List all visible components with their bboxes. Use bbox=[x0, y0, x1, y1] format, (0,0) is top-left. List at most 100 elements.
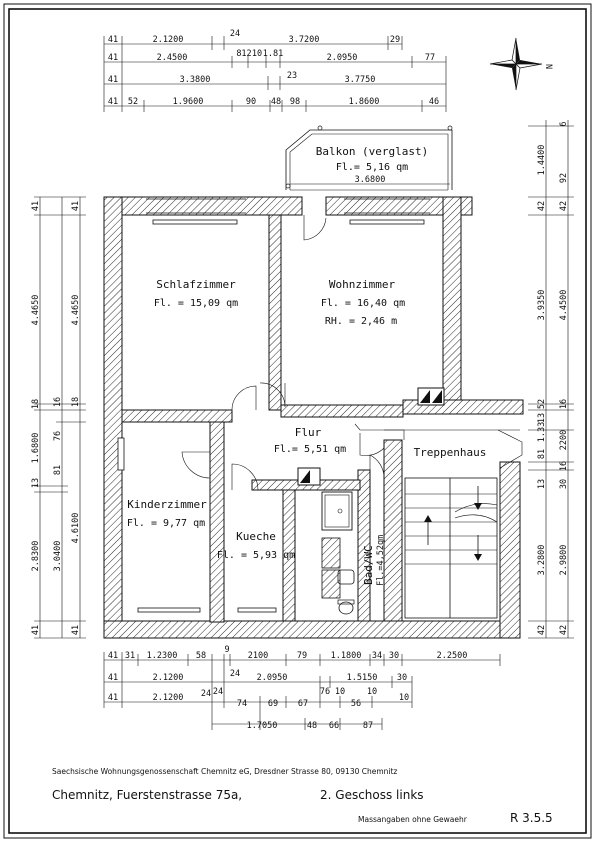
dim-top3-3: 3.7750 bbox=[345, 75, 376, 85]
dim-bot3-7: 10 bbox=[399, 693, 409, 703]
wall-bad-right bbox=[357, 469, 371, 622]
dim-top3-2: 23 bbox=[287, 71, 297, 81]
dim-bot1-5: 2100 bbox=[248, 651, 268, 661]
wall-stair-left bbox=[383, 439, 403, 622]
dim-top4-4: 48 bbox=[271, 97, 281, 107]
wall-top-right bbox=[325, 196, 473, 216]
dim-bot3-3: 74 bbox=[237, 699, 247, 709]
washer-icon bbox=[321, 537, 341, 569]
dim-bot1-2: 1.2300 bbox=[147, 651, 178, 661]
dim-top1-1: 2.1200 bbox=[153, 35, 184, 45]
dim-left-outer-3: 13 bbox=[31, 478, 41, 488]
dim-bot3-0: 41 bbox=[108, 693, 118, 703]
dim-top1-2: 24 bbox=[230, 29, 240, 39]
dim-top4-0: 41 bbox=[108, 97, 118, 107]
dim-bot1-10: 2.2500 bbox=[437, 651, 468, 661]
dim-bot2-0: 41 bbox=[108, 673, 118, 683]
dim-bot1-4: 9 bbox=[224, 645, 229, 655]
dim-right-outer-11: 2.9800 bbox=[559, 545, 569, 576]
room-kinderzimmer-name: Kinderzimmer bbox=[127, 498, 207, 511]
room-wohnzimmer-name: Wohnzimmer bbox=[329, 278, 396, 291]
dim-top2-5: 2.0950 bbox=[327, 53, 358, 63]
dim-bot3-6: 56 bbox=[351, 699, 361, 709]
dim-bot2-4: 76 bbox=[320, 687, 330, 697]
page-frame bbox=[3, 3, 592, 839]
dim-right-inner-2: 16 bbox=[559, 399, 569, 409]
dim-top4-7: 46 bbox=[429, 97, 439, 107]
dim-right-outer-9: 13 bbox=[537, 479, 547, 489]
room-schlafzimmer-name: Schlafzimmer bbox=[156, 278, 236, 291]
sink-icon bbox=[337, 569, 355, 585]
doors bbox=[181, 215, 523, 491]
dim-left-outer-0: 41 bbox=[31, 201, 41, 211]
dim-bot2-1: 2.1200 bbox=[153, 673, 184, 683]
dim-right-inner-4: 16 bbox=[559, 461, 569, 471]
dim-top4-3: 90 bbox=[246, 97, 256, 107]
dim-bot1-9: 30 bbox=[389, 651, 399, 661]
dim-bot-misc-1: 10 bbox=[367, 687, 377, 697]
footer-ref: R 3.5.5 bbox=[510, 811, 553, 825]
dims-bottom: 41 31 1.2300 58 9 2100 79 1.1800 34 30 2… bbox=[103, 645, 501, 731]
dims-top: 41 2.1200 24 3.7200 29 41 2.4500 812 10 … bbox=[103, 29, 450, 185]
dim-right-outer-5: 52 bbox=[537, 399, 547, 409]
dim-right-outer-12: 42 bbox=[537, 625, 547, 635]
dim-bot1-8: 34 bbox=[372, 651, 382, 661]
room-flur-area: Fl.= 5,51 qm bbox=[274, 444, 346, 455]
dim-top4-6: 1.8600 bbox=[349, 97, 380, 107]
dim-top1-4: 29 bbox=[390, 35, 400, 45]
dim-bot3-1: 2.1200 bbox=[153, 693, 184, 703]
dim-bot1-1: 31 bbox=[125, 651, 135, 661]
dim-bot1-7: 1.1800 bbox=[331, 651, 362, 661]
wall-top-left bbox=[103, 196, 303, 216]
footer-company: Saechsische Wohnungsgenossenschaft Chemn… bbox=[52, 767, 397, 776]
room-wohnzimmer-height: RH. = 2,46 m bbox=[325, 316, 397, 327]
room-bad-name: Bad/WC bbox=[362, 545, 375, 585]
dim-bot3-4: 69 bbox=[268, 699, 278, 709]
dim-top2-1: 2.4500 bbox=[157, 53, 188, 63]
dim-bot2-6: 1.5150 bbox=[347, 673, 378, 683]
dim-bot1-3: 58 bbox=[196, 651, 206, 661]
room-kueche-area: Fl. = 5,93 qm bbox=[217, 550, 295, 561]
room-wohnzimmer-area: Fl. = 16,40 qm bbox=[321, 298, 405, 309]
dim-bot3-2: 24 bbox=[201, 689, 211, 699]
dim-bot2-7: 30 bbox=[397, 673, 407, 683]
wall-bottom bbox=[103, 620, 521, 639]
dim-top3-1: 3.3800 bbox=[180, 75, 211, 85]
balkon bbox=[285, 125, 453, 191]
dim-bot2-2: 24 bbox=[213, 687, 223, 697]
dim-left-outer-2: 18 bbox=[31, 399, 41, 409]
dim-left-inner-6: 3.0400 bbox=[53, 541, 63, 572]
dim-top4-2: 1.9600 bbox=[173, 97, 204, 107]
page-frame-inner bbox=[8, 8, 587, 834]
dim-right-outer-2: 92 bbox=[559, 173, 569, 183]
dim-bot2-3: 2.0950 bbox=[257, 673, 288, 683]
dim-left-outer-4: 81 bbox=[53, 465, 63, 475]
wall-kz-right bbox=[209, 421, 225, 623]
dim-right-outer-8: 81 bbox=[537, 449, 547, 459]
footer-disclaimer: Massangaben ohne Gewaehr bbox=[358, 815, 468, 824]
room-bad-area: Fl.=4,52qm bbox=[376, 535, 386, 586]
wall-sz-kz bbox=[121, 409, 233, 423]
dim-bot1-0: 41 bbox=[108, 651, 118, 661]
dim-bot4-1: 48 bbox=[307, 721, 317, 731]
dim-bot4-2: 66 bbox=[329, 721, 339, 731]
wall-stair-right bbox=[499, 461, 521, 639]
dim-left-inner-3: 18 bbox=[71, 397, 81, 407]
room-balkon-name: Balkon (verglast) bbox=[316, 145, 429, 158]
bath-fixtures bbox=[321, 491, 355, 615]
dim-right-inner-3: 1.33 bbox=[537, 422, 547, 442]
dim-left-outer-1: 4.4650 bbox=[31, 295, 41, 326]
dim-right-outer-10: 3.2800 bbox=[537, 545, 547, 576]
staircase bbox=[404, 477, 498, 619]
dim-top2-3: 10 bbox=[252, 49, 262, 59]
room-schlafzimmer-area: Fl. = 15,09 qm bbox=[154, 298, 238, 309]
dim-bot2-5: 10 bbox=[335, 687, 345, 697]
dim-right-inner-5: 30 bbox=[559, 479, 569, 489]
room-treppenhaus-name: Treppenhaus bbox=[414, 446, 487, 459]
wall-left bbox=[103, 196, 123, 638]
footer-address: Chemnitz, Fuerstenstrasse 75a, bbox=[52, 788, 242, 802]
dim-right-inner-0: 42 bbox=[537, 201, 547, 211]
wall-right-upper bbox=[442, 196, 462, 408]
dim-right-outer-1: 1.4400 bbox=[537, 145, 547, 176]
compass-icon: N bbox=[489, 37, 553, 91]
